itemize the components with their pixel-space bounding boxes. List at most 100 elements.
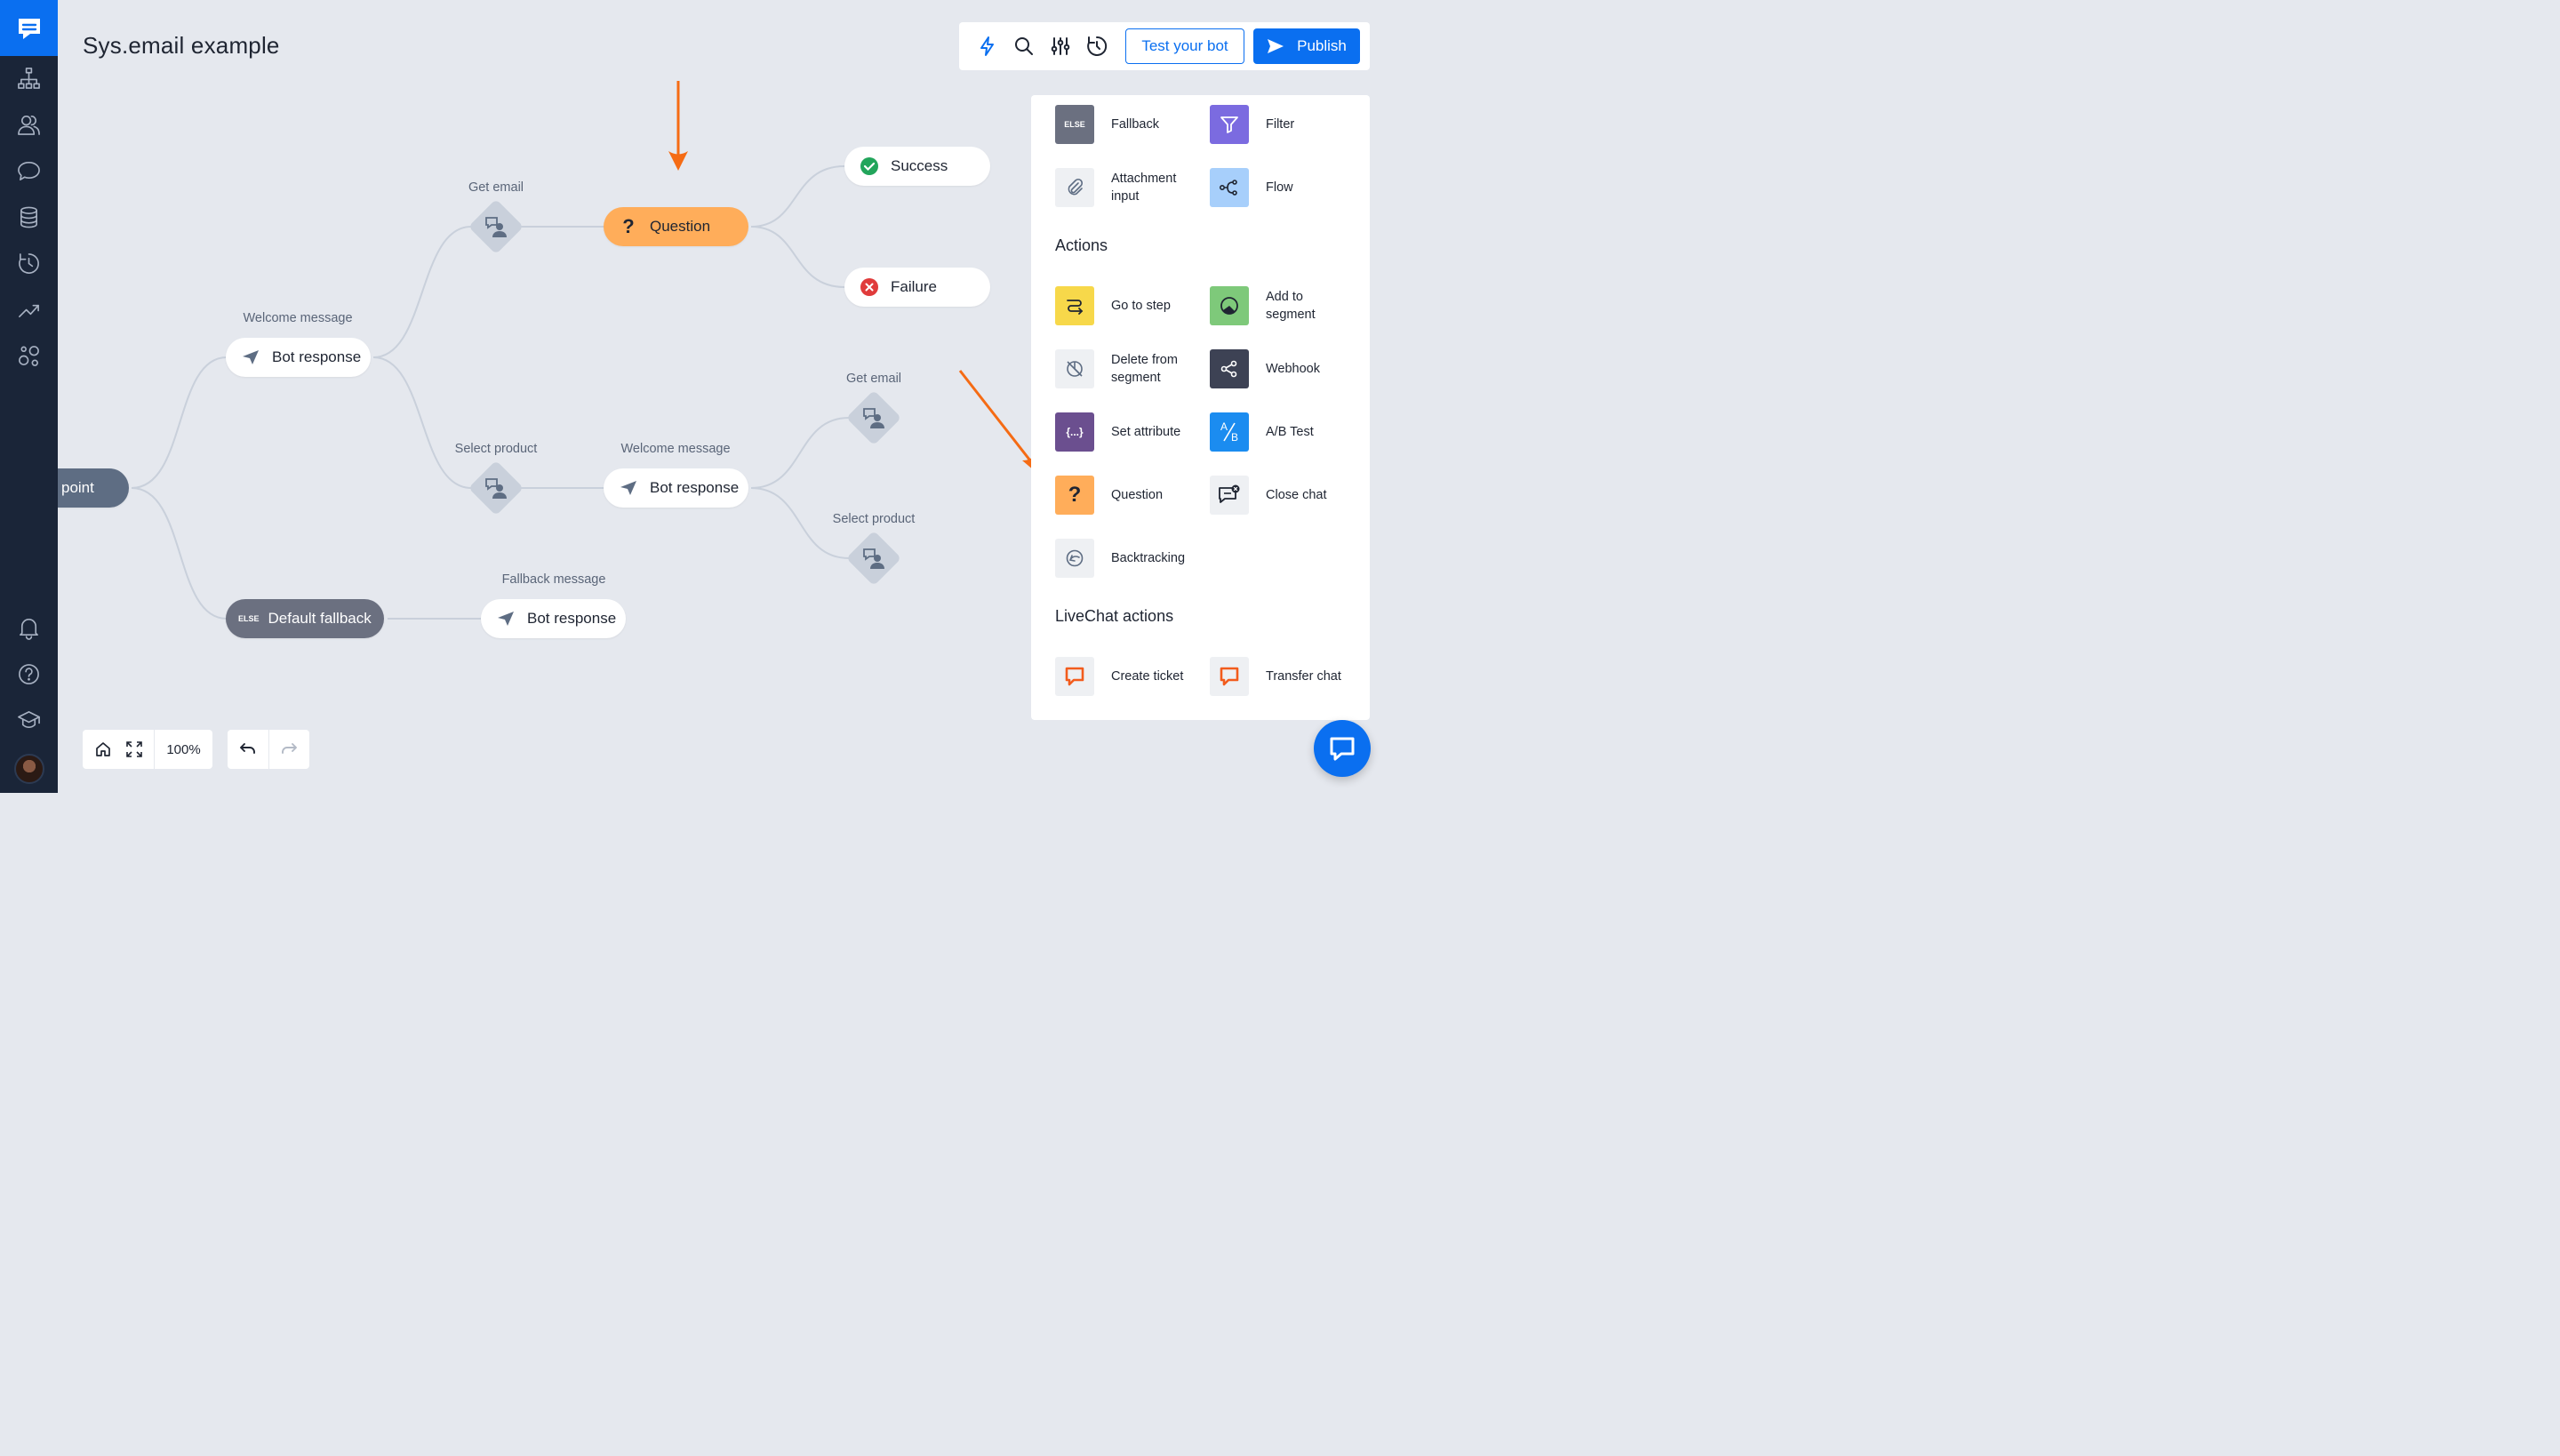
home-icon[interactable] bbox=[92, 730, 115, 769]
block-ab-test[interactable]: A B A/B Test bbox=[1210, 412, 1355, 452]
bot-response-node[interactable]: Bot response bbox=[481, 599, 626, 638]
block-label: Set attribute bbox=[1111, 425, 1181, 439]
fit-screen-icon[interactable] bbox=[123, 730, 146, 769]
get-email-caption: Get email bbox=[845, 372, 902, 386]
block-fallback[interactable]: ELSE Fallback bbox=[1055, 105, 1200, 144]
flow-icon[interactable] bbox=[14, 64, 44, 93]
sliders-icon[interactable] bbox=[1049, 35, 1072, 58]
welcome-message-caption: Welcome message bbox=[243, 311, 353, 325]
select-product-caption: Select product bbox=[454, 442, 538, 456]
success-label: Success bbox=[891, 157, 948, 174]
check-circle-icon bbox=[859, 156, 880, 177]
history-controls bbox=[228, 730, 309, 769]
send-icon bbox=[495, 608, 516, 629]
undo-icon[interactable] bbox=[228, 730, 268, 769]
pie-off-icon bbox=[1055, 349, 1094, 388]
question-node[interactable]: ? Question bbox=[604, 207, 748, 246]
integrations-icon[interactable] bbox=[14, 341, 44, 371]
lightning-icon[interactable] bbox=[976, 35, 999, 58]
block-create-ticket[interactable]: Create ticket bbox=[1055, 657, 1200, 696]
users-icon[interactable] bbox=[14, 110, 44, 140]
entry-point-label: point bbox=[61, 479, 94, 496]
block-label: Fallback bbox=[1111, 117, 1159, 132]
history-icon[interactable] bbox=[1085, 35, 1108, 58]
help-icon[interactable] bbox=[14, 660, 44, 689]
default-fallback-node[interactable]: ELSE Default fallback bbox=[226, 599, 384, 638]
livechat-icon bbox=[1210, 657, 1249, 696]
block-label: Flow bbox=[1266, 180, 1293, 195]
zoom-controls: 100% bbox=[83, 730, 212, 769]
bot-response-label: Bot response bbox=[527, 610, 617, 627]
block-label: Filter bbox=[1266, 117, 1295, 132]
success-node[interactable]: Success bbox=[844, 147, 990, 186]
default-fallback-label: Default fallback bbox=[268, 610, 372, 627]
actions-heading: Actions bbox=[1055, 236, 1108, 254]
block-label: Add to segment bbox=[1266, 290, 1316, 322]
user-input-icon bbox=[483, 475, 509, 501]
sidebar bbox=[0, 0, 58, 793]
entry-point-node[interactable]: point bbox=[58, 468, 129, 508]
pie-icon bbox=[1210, 286, 1249, 325]
block-flow[interactable]: Flow bbox=[1210, 168, 1355, 207]
block-label: Close chat bbox=[1266, 488, 1327, 502]
block-label: Delete from segment bbox=[1111, 353, 1178, 385]
select-product-caption: Select product bbox=[832, 512, 916, 526]
database-icon[interactable] bbox=[14, 203, 44, 232]
academy-icon[interactable] bbox=[14, 706, 44, 735]
bot-response-node[interactable]: Bot response bbox=[604, 468, 748, 508]
block-transfer-chat[interactable]: Transfer chat bbox=[1210, 657, 1355, 696]
block-delete-from-segment[interactable]: Delete from segment bbox=[1055, 349, 1200, 388]
logo-icon[interactable] bbox=[0, 0, 58, 56]
filter-icon bbox=[1210, 105, 1249, 144]
route-icon bbox=[1055, 286, 1094, 325]
chat-icon bbox=[1330, 737, 1355, 761]
test-bot-button[interactable]: Test your bot bbox=[1125, 28, 1244, 64]
block-go-to-step[interactable]: Go to step bbox=[1055, 286, 1200, 325]
question-icon: ? bbox=[1055, 476, 1094, 515]
flow-icon bbox=[1210, 168, 1249, 207]
zoom-level[interactable]: 100% bbox=[166, 741, 201, 757]
failure-label: Failure bbox=[891, 278, 937, 295]
bot-response-label: Bot response bbox=[272, 348, 362, 365]
block-attachment-input[interactable]: Attachment input bbox=[1055, 168, 1200, 207]
analytics-icon[interactable] bbox=[14, 295, 44, 324]
top-toolbar: Test your bot Publish bbox=[959, 22, 1370, 70]
publish-label: Publish bbox=[1297, 37, 1347, 54]
backtrack-icon bbox=[1055, 539, 1094, 578]
else-badge: ELSE bbox=[238, 614, 260, 623]
block-close-chat[interactable]: Close chat bbox=[1210, 476, 1355, 515]
block-label: Transfer chat bbox=[1266, 669, 1341, 684]
block-label: Webhook bbox=[1266, 362, 1320, 376]
block-label: A/B Test bbox=[1266, 425, 1314, 439]
user-input-icon bbox=[483, 213, 509, 240]
search-icon[interactable] bbox=[1012, 35, 1036, 58]
question-icon: ? bbox=[622, 215, 635, 237]
failure-node[interactable]: Failure bbox=[844, 268, 990, 307]
bell-icon[interactable] bbox=[14, 613, 44, 643]
block-backtracking[interactable]: Backtracking bbox=[1055, 539, 1200, 578]
history-icon[interactable] bbox=[14, 249, 44, 278]
bot-response-node[interactable]: Bot response bbox=[226, 338, 371, 377]
paperclip-icon bbox=[1055, 168, 1094, 207]
block-question[interactable]: ? Question bbox=[1055, 476, 1200, 515]
send-icon bbox=[240, 347, 261, 368]
close-chat-icon bbox=[1210, 476, 1249, 515]
braces-icon: {...} bbox=[1055, 412, 1094, 452]
error-circle-icon bbox=[859, 276, 880, 298]
block-filter[interactable]: Filter bbox=[1210, 105, 1355, 144]
block-label: Create ticket bbox=[1111, 669, 1184, 684]
question-label: Question bbox=[650, 218, 711, 235]
chat-icon[interactable] bbox=[14, 156, 44, 186]
block-add-to-segment[interactable]: Add to segment bbox=[1210, 286, 1355, 325]
block-set-attribute[interactable]: {...} Set attribute bbox=[1055, 412, 1200, 452]
bot-response-label: Bot response bbox=[650, 479, 740, 496]
blocks-panel: ELSE Fallback Filter Attachment input Fl… bbox=[1031, 95, 1370, 720]
get-email-caption: Get email bbox=[468, 180, 524, 195]
page-title: Sys.email example bbox=[83, 32, 280, 59]
avatar[interactable] bbox=[14, 754, 44, 784]
redo-icon[interactable] bbox=[268, 730, 309, 769]
block-label: Backtracking bbox=[1111, 551, 1186, 565]
block-webhook[interactable]: Webhook bbox=[1210, 349, 1355, 388]
chat-widget-button[interactable] bbox=[1314, 720, 1371, 777]
publish-button[interactable]: Publish bbox=[1253, 28, 1360, 64]
